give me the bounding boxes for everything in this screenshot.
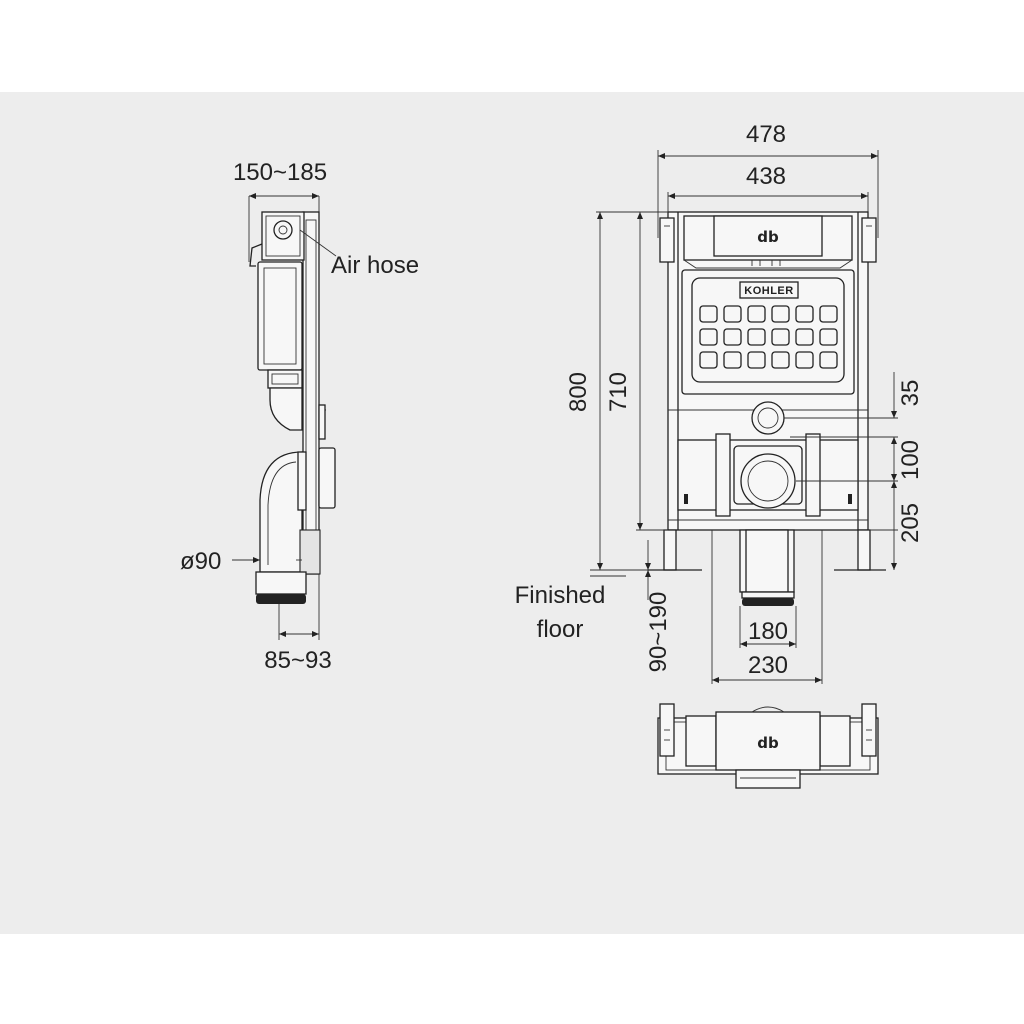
- grid-cell: [819, 351, 838, 369]
- top-logo: db: [757, 734, 779, 752]
- drawing-area: 150~185 Air hose ø90: [0, 92, 1024, 934]
- technical-drawing: 150~185 Air hose ø90: [180, 121, 924, 789]
- top-view: db: [657, 703, 879, 789]
- dim-width-outer: 478: [746, 121, 786, 148]
- side-cistern: [257, 261, 303, 371]
- brand-label: KOHLER: [744, 285, 793, 297]
- grid-cell: [795, 305, 814, 323]
- grid-cell: [699, 328, 718, 346]
- grid-cell: [771, 305, 790, 323]
- grid-cell: [699, 351, 718, 369]
- dim-180: 180: [748, 618, 788, 645]
- grid-cell: [771, 328, 790, 346]
- grid-cell: [723, 328, 742, 346]
- finished-floor-label-1: Finished: [515, 582, 606, 609]
- dim-height-total: 800: [565, 372, 592, 412]
- grid-cell: [795, 328, 814, 346]
- side-view: 150~185 Air hose ø90: [180, 159, 419, 674]
- side-frame-plate: [302, 211, 320, 575]
- grid-cell: [723, 351, 742, 369]
- grid-cell: [723, 305, 742, 323]
- grid-cell: [819, 328, 838, 346]
- pipe-diameter-label: ø90: [180, 548, 221, 575]
- dim-150-185: 150~185: [233, 159, 327, 186]
- dim-85-93: 85~93: [264, 647, 331, 674]
- flush-pipe: [751, 401, 785, 435]
- finished-floor-label-2: floor: [537, 616, 584, 643]
- dim-floor-gap: 90~190: [645, 592, 672, 673]
- air-hose-label: Air hose: [331, 252, 419, 279]
- grid-cell: [747, 351, 766, 369]
- grid-cell: [747, 328, 766, 346]
- dim-205: 205: [897, 503, 924, 543]
- waste-outlet: [740, 453, 796, 509]
- dim-230: 230: [748, 652, 788, 679]
- grid-cell: [699, 305, 718, 323]
- dim-100: 100: [897, 440, 924, 480]
- front-view: 478 438 db KOHLER: [515, 121, 924, 684]
- side-elbow-pipe: [259, 451, 303, 573]
- grid-cell: [819, 305, 838, 323]
- dim-35: 35: [897, 380, 924, 407]
- cistern-grid: [699, 305, 838, 369]
- grid-cell: [795, 351, 814, 369]
- front-logo: db: [757, 228, 779, 246]
- grid-cell: [747, 305, 766, 323]
- grid-cell: [771, 351, 790, 369]
- dim-height-frame: 710: [605, 372, 632, 412]
- dim-width-inner: 438: [746, 163, 786, 190]
